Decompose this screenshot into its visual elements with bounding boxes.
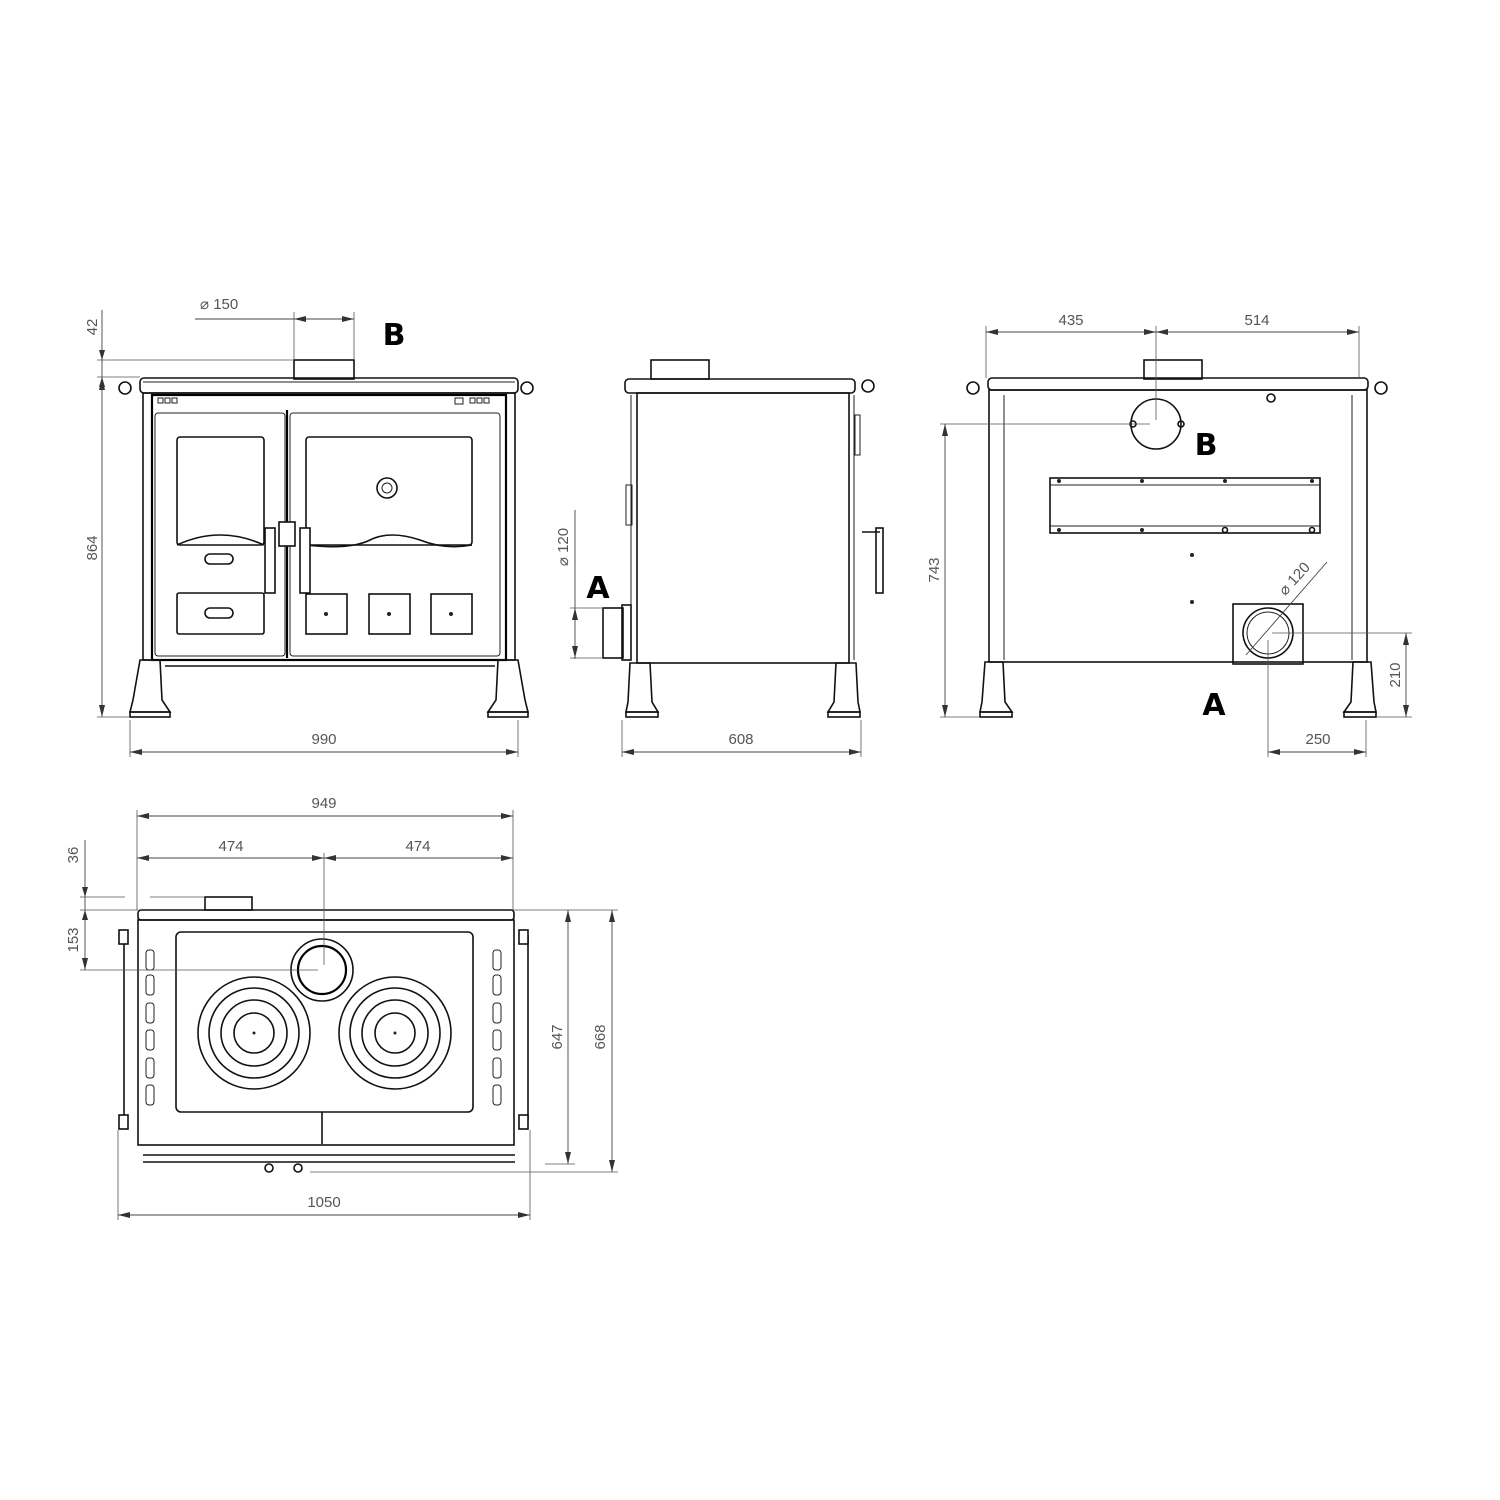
door-handle-right <box>299 527 311 594</box>
vent-slots-left <box>145 949 155 1106</box>
towel-rail-knob-icon <box>118 381 132 395</box>
svg-text:474: 474 <box>405 838 430 855</box>
label-b: B <box>1195 428 1218 463</box>
front-dimensions: ⌀ 150 42 864 990 B <box>84 296 519 757</box>
svg-text:⌀ 150: ⌀ 150 <box>200 296 238 313</box>
towel-rail-knob-icon <box>861 379 875 393</box>
firebox-window <box>176 436 265 546</box>
svg-text:153: 153 <box>65 927 82 952</box>
svg-text:743: 743 <box>926 557 943 582</box>
flue-outlet-b <box>650 359 710 380</box>
flue-outlet-b <box>293 359 355 380</box>
door-handle-left <box>264 527 276 594</box>
vent-slots-right <box>492 949 502 1106</box>
svg-text:36: 36 <box>65 847 82 864</box>
svg-text:210: 210 <box>1387 662 1404 687</box>
svg-text:990: 990 <box>311 731 336 748</box>
top-view <box>118 896 529 1173</box>
label-a: A <box>1202 688 1226 723</box>
svg-text:474: 474 <box>218 838 243 855</box>
leg <box>625 662 660 713</box>
side-view <box>602 359 884 718</box>
panel-square <box>430 593 473 635</box>
svg-text:⌀ 120: ⌀ 120 <box>1276 559 1314 599</box>
svg-text:514: 514 <box>1244 312 1269 329</box>
svg-text:647: 647 <box>549 1024 566 1049</box>
rail-bracket <box>118 929 129 945</box>
rear-dimensions: 435 514 743 ⌀ 120 210 250 B A <box>926 312 1412 757</box>
flue-collar <box>204 896 253 911</box>
flue-outlet-b <box>1143 359 1203 380</box>
rear-plate <box>1049 477 1321 534</box>
rail-bracket <box>518 1114 529 1130</box>
cooktop-plate <box>175 931 474 1113</box>
label-b: B <box>383 318 406 353</box>
thermometer-icon <box>376 477 398 499</box>
leg <box>979 661 1014 713</box>
svg-text:435: 435 <box>1058 312 1083 329</box>
svg-text:949: 949 <box>311 795 336 812</box>
leg <box>128 659 172 713</box>
towel-rail-knob-icon <box>520 381 534 395</box>
svg-text:⌀ 120: ⌀ 120 <box>555 528 572 566</box>
hotplate-rings-left <box>197 976 311 1090</box>
oven-window <box>305 436 473 546</box>
svg-text:250: 250 <box>1305 731 1330 748</box>
leg <box>486 659 530 713</box>
front-view <box>118 359 534 718</box>
air-inlet-a <box>602 607 624 659</box>
svg-text:668: 668 <box>592 1024 609 1049</box>
towel-rail-knob-icon <box>1374 381 1388 395</box>
towel-rail-knob-icon <box>966 381 980 395</box>
knob-icon <box>293 1163 303 1173</box>
knob-icon <box>264 1163 274 1173</box>
svg-text:1050: 1050 <box>307 1194 340 1211</box>
rail-bracket <box>518 929 529 945</box>
svg-text:864: 864 <box>84 535 101 560</box>
svg-text:42: 42 <box>84 319 101 336</box>
label-a: A <box>586 571 610 606</box>
leg <box>826 662 861 713</box>
svg-text:608: 608 <box>728 731 753 748</box>
rear-view <box>966 359 1388 718</box>
ash-drawer <box>176 592 265 635</box>
door-handle <box>875 527 884 594</box>
side-dimensions: ⌀ 120 608 A <box>555 510 862 757</box>
rail-bracket <box>118 1114 129 1130</box>
control-icons <box>157 397 490 405</box>
leg <box>1342 661 1377 713</box>
panel-square <box>305 593 348 635</box>
panel-square <box>368 593 411 635</box>
top-dimensions: 949 474 474 36 153 647 668 <box>65 795 618 1220</box>
hotplate-rings-right <box>338 976 452 1090</box>
